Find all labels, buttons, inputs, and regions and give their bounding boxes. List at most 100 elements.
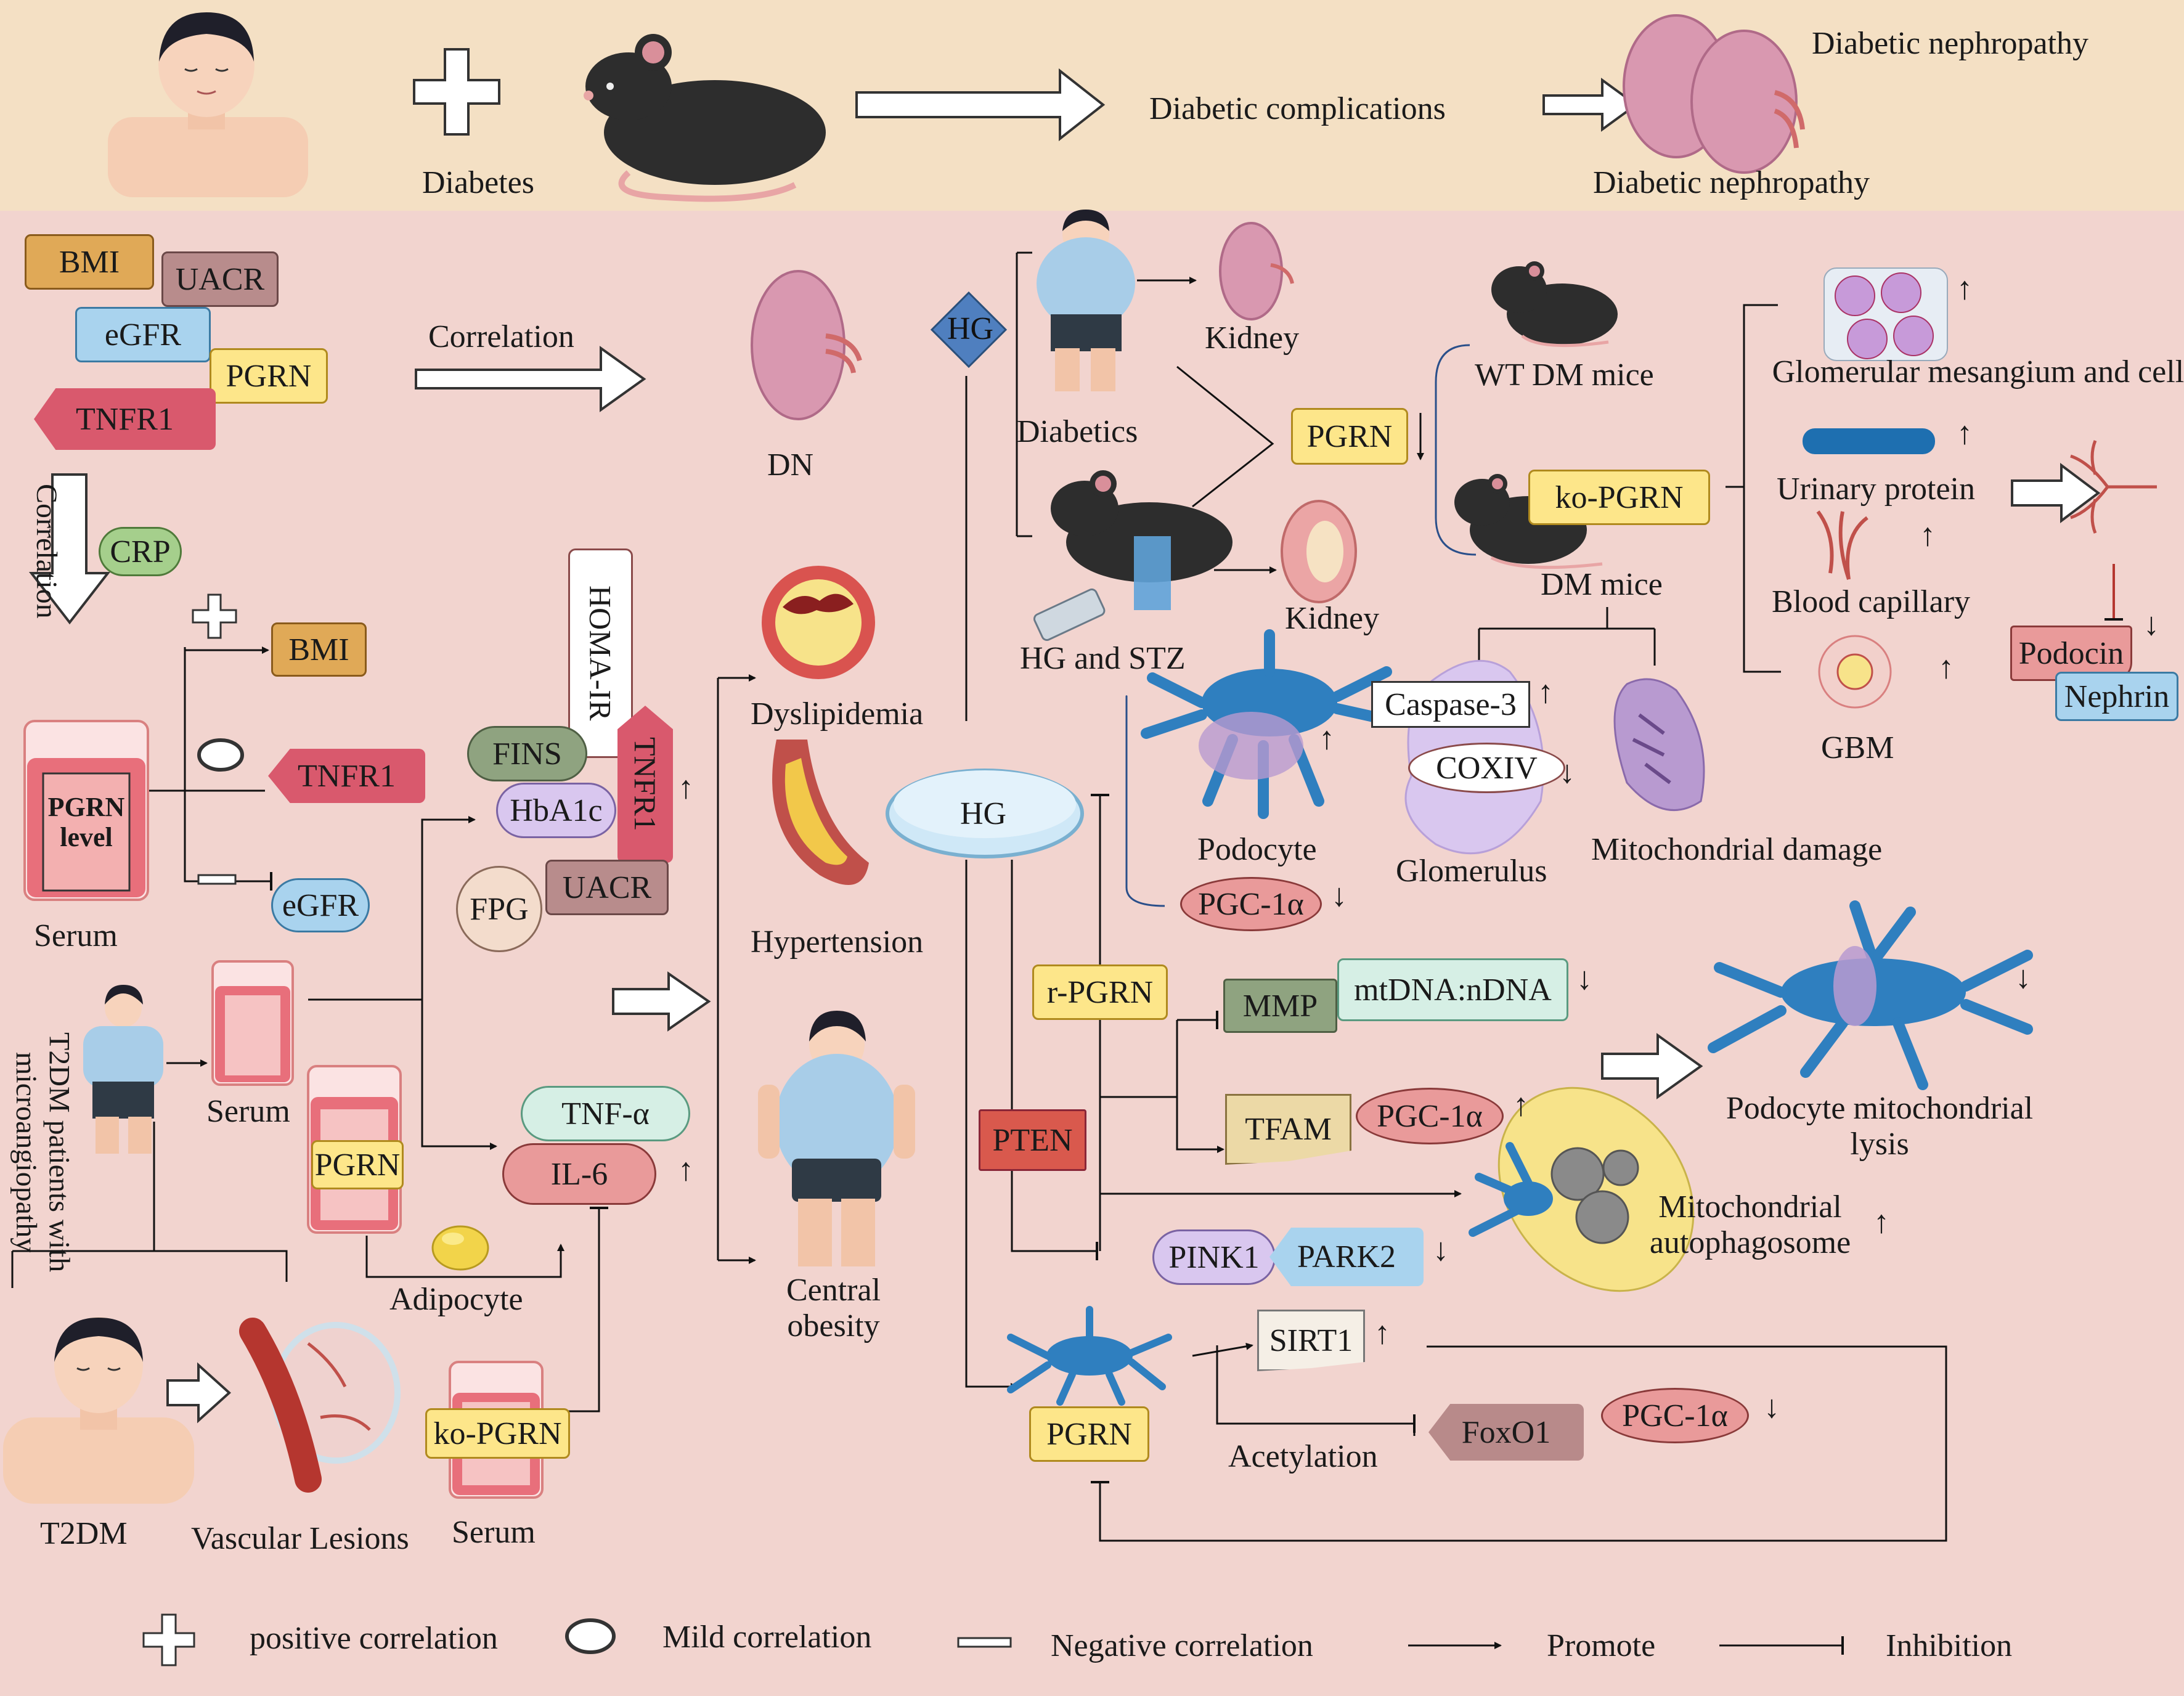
podocyte-bracket xyxy=(1125,695,1165,907)
arrow-to-complications xyxy=(855,68,1106,142)
tag-uacr-2: UACR xyxy=(545,860,669,915)
tag-fins: FINS xyxy=(467,726,587,781)
wt-mouse xyxy=(1491,261,1618,348)
tag-crp: CRP xyxy=(99,527,182,576)
podocyte-label: Podocyte xyxy=(1197,832,1317,867)
tag-pgc1a-2: PGC-1α xyxy=(1356,1088,1504,1144)
header-nephropathy-bottom-label: Diabetic nephropathy xyxy=(1593,165,1870,200)
tag-uacr: UACR xyxy=(161,251,279,307)
tag-coxiv: COXIV xyxy=(1408,743,1565,793)
up-arrow-podocyte: ↑ xyxy=(1319,721,1335,756)
tag-homa-ir: HOMA-IR xyxy=(568,548,633,758)
correlation-bracket xyxy=(148,646,272,891)
adipocyte-label: Adipocyte xyxy=(389,1282,523,1317)
tag-mtdna-ndna: mtDNA:nDNA xyxy=(1337,958,1568,1021)
tag-pgc1a-1: PGC-1α xyxy=(1180,877,1322,931)
tag-pgrn-down: PGRN xyxy=(1291,408,1408,465)
tag-nephrin: Nephrin xyxy=(2055,672,2178,721)
tag-foxo1: FoxO1 xyxy=(1428,1404,1584,1461)
tag-sirt1: SIRT1 xyxy=(1257,1310,1365,1371)
adipocyte-figure xyxy=(431,1225,489,1271)
tag-il6: IL-6 xyxy=(502,1143,656,1205)
correlation-label-v: Correlation xyxy=(30,484,63,619)
legend-minus-icon xyxy=(957,1637,1012,1648)
autophagosome-figure xyxy=(1469,1086,1695,1292)
down-arrow-mtdna: ↓ xyxy=(1576,961,1592,997)
child-figure-header xyxy=(108,12,308,197)
tnfr1-3-text: TNFR1 xyxy=(628,737,662,831)
hypertension-label: Hypertension xyxy=(751,924,924,960)
t2dm-patients-label: T2DM patients with microangiopathy xyxy=(9,1032,76,1273)
up-arrow-mesangium: ↑ xyxy=(1957,271,1973,306)
tag-ko-pgrn-serum: ko-PGRN xyxy=(425,1408,570,1459)
tag-bmi-2: BMI xyxy=(271,622,367,677)
hg-dish-label: HG xyxy=(960,796,1007,831)
lysed-podocyte-figure xyxy=(1708,900,2033,1090)
up-arrow-inflammatory: ↑ xyxy=(678,1152,694,1188)
kidney-label-2: Kidney xyxy=(1285,601,1380,636)
kidney1-figure xyxy=(1219,222,1294,320)
legend-promote-label: Promote xyxy=(1547,1628,1656,1663)
up-arrow-pgc1a-2: ↑ xyxy=(1513,1088,1529,1123)
tag-tnfr1: TNFR1 xyxy=(34,388,216,450)
vascular-lesions-label: Vascular Lesions xyxy=(191,1521,409,1556)
up-arrow-capillary: ↑ xyxy=(1938,650,1954,685)
mild-sign-small xyxy=(197,738,244,772)
up-arrow-caspase: ↑ xyxy=(1538,675,1554,710)
tag-pgrn-beaker: PGRN xyxy=(311,1140,404,1189)
serum-label-1: Serum xyxy=(34,918,118,953)
down-arrow-pgc1a-3: ↓ xyxy=(1764,1390,1780,1425)
t2dm-label: T2DM xyxy=(40,1516,128,1551)
central-obesity-figure xyxy=(758,1011,915,1266)
header-diabetes-label: Diabetes xyxy=(422,165,534,200)
tag-tnfr1-3: TNFR1 xyxy=(617,706,673,863)
up-arrow-autophagosome: ↑ xyxy=(1873,1205,1889,1240)
serum-beaker-2 xyxy=(211,960,294,1086)
acetylation-label: Acetylation xyxy=(1228,1439,1378,1474)
kidney2-figure xyxy=(1281,500,1357,603)
tag-bmi: BMI xyxy=(25,234,154,290)
hg-stz-mouse xyxy=(1033,470,1233,641)
header-complications-label: Diabetic complications xyxy=(1149,91,1446,126)
tag-tnfa: TNF-α xyxy=(521,1086,690,1141)
patient-connectors xyxy=(11,1059,288,1288)
to-pgrn-lines xyxy=(1176,365,1274,508)
correlation-label-h: Correlation xyxy=(428,319,574,354)
mesangium-label: Glomerular mesangium and cells xyxy=(1772,354,2184,389)
hypertension-figure xyxy=(772,740,869,885)
kidneys-header xyxy=(1623,14,1805,174)
down-arrow-pgc1a-1: ↓ xyxy=(1331,878,1347,913)
serum-label-3: Serum xyxy=(452,1515,536,1550)
down-arrow-coxiv: ↓ xyxy=(1559,755,1575,790)
diabetics-figure xyxy=(1037,210,1135,391)
outcome-bracket xyxy=(717,674,756,1264)
hg-bracket xyxy=(1016,251,1032,537)
tag-r-pgrn: r-PGRN xyxy=(1032,964,1168,1020)
up-arrow-urinary: ↑ xyxy=(1920,518,1936,553)
dm-mice-label: DM mice xyxy=(1541,567,1663,602)
podocyte-lysis-label: Podocyte mitochondrial lysis xyxy=(1726,1091,2034,1162)
ko-mouse-bracket xyxy=(1478,304,1781,673)
capillary-tree-figure xyxy=(2070,440,2157,534)
legend-mild-icon xyxy=(565,1618,616,1654)
mitochondrial-damage-label: Mitochondrial damage xyxy=(1591,832,1883,867)
capillary-figure xyxy=(1816,510,1868,580)
tag-mmp: MMP xyxy=(1223,979,1337,1033)
patient-small-figure xyxy=(83,985,163,1154)
mice-bracket xyxy=(1435,344,1477,556)
mesangium-figure xyxy=(1823,267,1948,361)
tag-hba1c: HbA1c xyxy=(496,783,616,838)
wt-dm-mice-label: WT DM mice xyxy=(1475,357,1654,393)
hg-dish-connectors xyxy=(965,794,1462,1390)
gbm-figure xyxy=(1818,635,1892,709)
legend-mild-label: Mild correlation xyxy=(662,1620,872,1655)
ko-mouse xyxy=(1454,474,1603,569)
mouse-header xyxy=(584,34,826,202)
arrow-to-tree xyxy=(2011,463,2101,523)
hg-dish xyxy=(886,768,1084,858)
tag-pten: PTEN xyxy=(979,1109,1086,1171)
arrow-to-nephropathy xyxy=(1542,78,1639,132)
tag-ko-pgrn-mice: ko-PGRN xyxy=(1528,470,1710,525)
header-nephropathy-top-label: Diabetic nephropathy xyxy=(1812,26,2089,61)
